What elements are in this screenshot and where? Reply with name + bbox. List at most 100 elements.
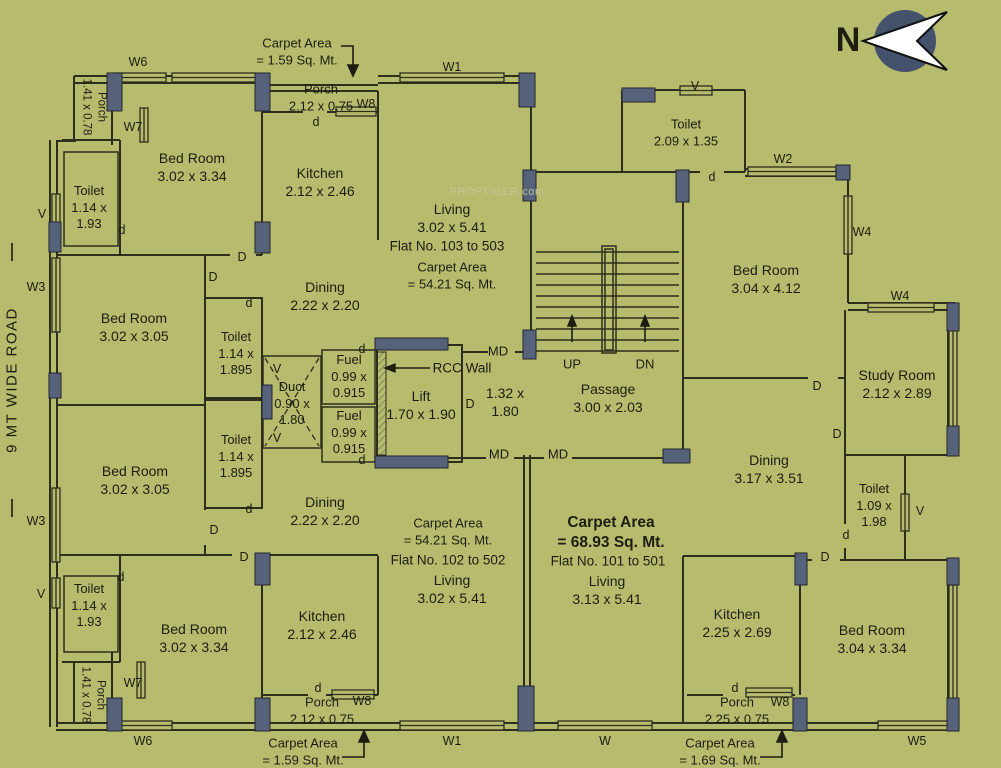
window-label-w1-bottom: W1 (442, 734, 462, 748)
window-label-w3-top: W3 (26, 280, 46, 294)
room-label-bedroom-ml2: Bed Room 3.02 x 3.05 (100, 463, 170, 497)
road-label: 9 MT WIDE ROAD (3, 307, 21, 453)
room-label-dining-101: Dining 3.17 x 3.51 (734, 452, 804, 486)
carpet-area-porch-b: Carpet Area = 1.59 Sq. Mt. (262, 735, 344, 767)
room-label-duct: Duct 0.90 x 1.80 (274, 379, 310, 428)
compass-north-label: N (835, 21, 861, 60)
door-label-d-toilet-bl: d (117, 570, 125, 584)
door-label-d-toilet-r: d (842, 528, 850, 542)
door-label-D-bedroom-bl: D (239, 550, 249, 564)
flat-number-102: Flat No. 102 to 502 (390, 552, 506, 568)
window-label-w7-top: W7 (123, 120, 143, 134)
wall-segments (48, 72, 960, 732)
room-label-kitchen-br: Kitchen 2.25 x 2.69 (702, 606, 772, 640)
stairs-down-label: DN (635, 356, 655, 372)
duct-cross (264, 357, 320, 447)
door-label-d-toilet-ml2: d (245, 502, 253, 516)
vent-label-duct-top: V (272, 362, 282, 376)
window-label-w1-top: W1 (442, 60, 462, 74)
window-label-w6-bottom: W6 (133, 734, 153, 748)
door-label-md-top: MD (487, 343, 509, 359)
window-label-w2: W2 (773, 152, 793, 166)
windows (51, 72, 958, 731)
window-label-w7-bottom: W7 (123, 676, 143, 690)
room-label-porch-b: Porch 2.12 x 0.75 (289, 694, 355, 726)
room-label-bedroom-br: Bed Room 3.04 x 3.34 (837, 622, 907, 656)
room-label-lift: Lift 1.70 x 1.90 (386, 388, 456, 422)
rcc-wall-label: RCC Wall (432, 360, 492, 376)
room-label-dining-103: Dining 2.22 x 2.20 (290, 279, 360, 313)
door-label-D-bedroom-br: D (820, 550, 830, 564)
room-label-fuel-top: Fuel 0.99 x 0.915 (331, 352, 367, 401)
door-label-d-toilet-tr: d (708, 170, 716, 184)
room-label-toilet-tl: Toilet 1.14 x 1.93 (71, 183, 107, 232)
door-label-d-fuel-top: d (358, 342, 366, 356)
door-label-d-porch-top: d (312, 115, 320, 129)
room-label-passage: Passage 3.00 x 2.03 (573, 381, 643, 415)
room-label-bedroom-r: Bed Room 3.04 x 4.12 (731, 262, 801, 296)
vent-label-toilet-tr: V (690, 79, 700, 93)
room-label-porch-bl: Porch 1.41 x 0.78 (80, 666, 107, 724)
room-label-porch-tl: Porch 1.41 x 0.78 (81, 78, 108, 136)
window-label-w5: W5 (907, 734, 927, 748)
vent-label-toilet-tl: V (37, 207, 47, 221)
room-label-porch-br: Porch 2.25 x 0.75 (704, 694, 770, 726)
carpet-area-101: Carpet Area = 68.93 Sq. Mt. (557, 514, 665, 551)
room-label-toilet-r: Toilet 1.09 x 1.98 (856, 481, 892, 530)
room-label-toilet-ml2: Toilet 1.14 x 1.895 (218, 432, 254, 481)
door-label-D-ml: D (209, 523, 219, 537)
vent-label-toilet-bl: V (36, 587, 46, 601)
carpet-area-arrows (341, 45, 789, 758)
vent-label-duct-bottom: V (272, 431, 282, 445)
room-label-study: Study Room 2.12 x 2.89 (858, 367, 936, 401)
door-label-D-dining-101: D (832, 427, 842, 441)
room-label-toilet-ml1: Toilet 1.14 x 1.895 (218, 329, 254, 378)
room-label-living-101: Living 3.13 x 5.41 (572, 573, 642, 607)
room-label-living-102: Living 3.02 x 5.41 (417, 572, 487, 606)
window-label-w6-top: W6 (128, 55, 148, 69)
window-label-w8-top: W8 (356, 97, 376, 111)
room-label-lift-lobby: 1.32 x 1.80 (485, 385, 525, 419)
window-label-w-bottom: W (599, 734, 611, 748)
door-label-D-kitchen-tl: D (208, 270, 218, 284)
rcc-wall-hatch (376, 351, 387, 456)
window-label-w4-vert: W4 (852, 225, 872, 239)
door-label-d-porch-br: d (731, 681, 739, 695)
room-label-dining-102: Dining 2.22 x 2.20 (290, 494, 360, 528)
door-label-D-bedroom-r: D (812, 379, 822, 393)
rcc-wall-arrow (383, 362, 430, 374)
carpet-area-102: Carpet Area = 54.21 Sq. Mt. (403, 515, 493, 547)
door-label-d-toilet-tl: d (118, 223, 126, 237)
room-label-toilet-bl: Toilet 1.14 x 1.93 (71, 581, 107, 630)
window-label-w4-horiz: W4 (890, 289, 910, 303)
carpet-area-103: Carpet Area = 54.21 Sq. Mt. (407, 259, 497, 291)
room-label-kitchen-bl: Kitchen 2.12 x 2.46 (287, 608, 357, 642)
staircase (536, 245, 679, 354)
carpet-area-porch-br: Carpet Area = 1.69 Sq. Mt. (679, 735, 761, 767)
room-label-bedroom-ml1: Bed Room 3.02 x 3.05 (99, 310, 169, 344)
window-label-w3-bottom: W3 (26, 514, 46, 528)
door-label-d-toilet-ml1: d (245, 296, 253, 310)
door-label-D-lift: D (465, 397, 475, 411)
watermark: PROPTIGER.com (449, 185, 545, 198)
stairs-up-label: UP (562, 356, 582, 372)
room-label-living-103: Living 3.02 x 5.41 (417, 201, 487, 235)
room-label-kitchen-tl: Kitchen 2.12 x 2.46 (285, 165, 355, 199)
flat-number-101: Flat No. 101 to 501 (550, 553, 666, 569)
door-label-d-fuel-bottom: d (358, 453, 366, 467)
room-label-toilet-tr: Toilet 2.09 x 1.35 (653, 116, 719, 148)
north-compass-icon (859, 10, 948, 72)
room-label-bedroom-bl: Bed Room 3.02 x 3.34 (159, 621, 229, 655)
room-label-fuel-bottom: Fuel 0.99 x 0.915 (331, 408, 367, 457)
flat-number-103: Flat No. 103 to 503 (389, 238, 505, 254)
door-label-md-left: MD (488, 446, 510, 462)
door-label-D-bedroom-tl: D (237, 250, 247, 264)
stair-direction-arrows (566, 313, 651, 342)
window-label-w8-br: W8 (770, 695, 790, 709)
room-label-bedroom-tl: Bed Room 3.02 x 3.34 (157, 150, 227, 184)
vent-label-toilet-r: V (915, 504, 925, 518)
window-label-w8-bottom: W8 (352, 694, 372, 708)
room-label-porch-top: Porch 2.12 x 0.75 (288, 81, 354, 113)
